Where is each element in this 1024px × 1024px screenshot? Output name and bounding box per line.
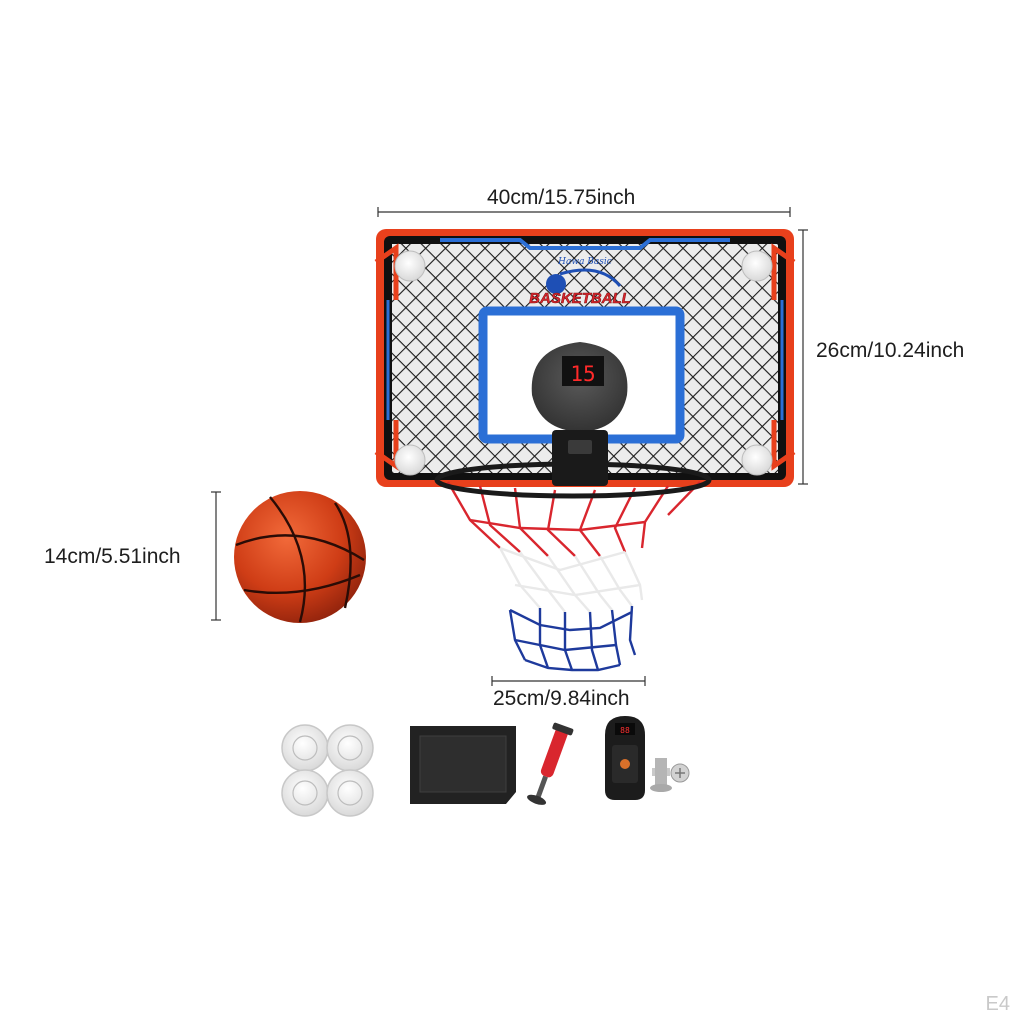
suction-cups xyxy=(281,724,374,817)
air-pump xyxy=(527,722,574,805)
sensor-module xyxy=(605,716,645,800)
backboard-width-label: 40cm/15.75inch xyxy=(487,186,636,209)
backboard xyxy=(374,229,796,487)
adhesive-pad xyxy=(410,726,516,804)
watermark-text: E4 xyxy=(985,993,1010,1015)
ball-diameter-dimension-line xyxy=(211,491,221,621)
score-display: 15 xyxy=(570,362,595,386)
rim-diameter-dimension-line xyxy=(491,676,646,686)
logo-text: BASKETBALL xyxy=(529,290,631,307)
ball-diameter-label: 14cm/5.51inch xyxy=(44,545,181,568)
backboard-height-label: 26cm/10.24inch xyxy=(816,339,965,362)
basketball xyxy=(234,491,366,623)
backboard-width-dimension-line xyxy=(377,207,791,217)
logo-script-text: Hawa Basic xyxy=(557,257,612,267)
backboard-height-dimension-line xyxy=(798,229,808,485)
hoop-net xyxy=(446,481,701,672)
rim-diameter-label: 25cm/9.84inch xyxy=(493,687,630,710)
screws xyxy=(650,758,690,792)
basketball-logo xyxy=(546,268,622,294)
hoop-rim xyxy=(434,461,712,499)
score-counter xyxy=(531,342,628,486)
sensor-display: 88 xyxy=(620,726,630,735)
